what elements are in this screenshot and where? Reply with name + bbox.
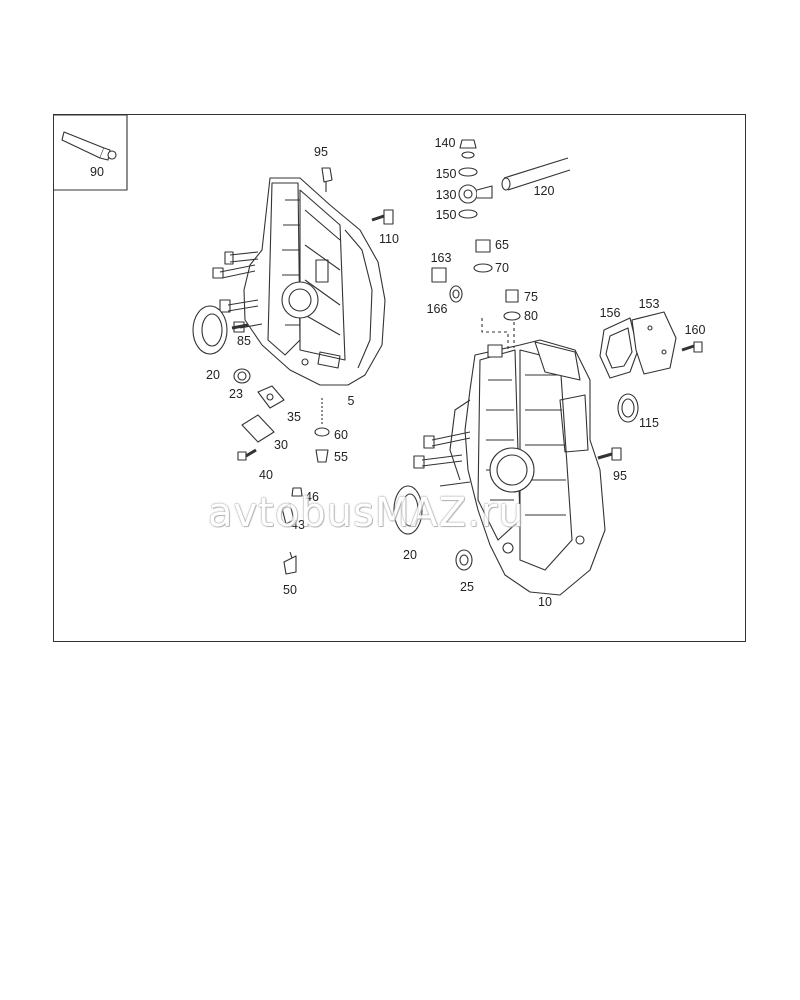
diagram-frame <box>53 114 746 642</box>
callout-80: 80 <box>524 309 538 323</box>
callout-156: 156 <box>599 306 621 320</box>
cover-30 <box>241 414 275 443</box>
ring-23 <box>233 368 251 384</box>
callout-95: 95 <box>613 469 627 483</box>
watermark: avtobusMAZ.ru <box>208 490 525 536</box>
callout-75: 75 <box>524 290 538 304</box>
callout-65: 65 <box>495 238 509 252</box>
callout-5: 5 <box>347 394 355 408</box>
callout-85: 85 <box>237 334 251 348</box>
right-housing-part <box>413 339 606 596</box>
callout-90: 90 <box>90 165 104 179</box>
callout-120: 120 <box>533 184 555 198</box>
callout-160: 160 <box>684 323 706 337</box>
seal-20-right <box>393 485 423 535</box>
callout-153: 153 <box>638 297 660 311</box>
plug-75-80 <box>503 289 521 321</box>
callout-55: 55 <box>334 450 348 464</box>
callout-40: 40 <box>259 468 273 482</box>
callout-166: 166 <box>426 302 448 316</box>
fitting-163-166 <box>431 267 463 303</box>
gasket-156 <box>599 317 639 379</box>
callout-110: 110 <box>379 232 399 246</box>
callout-130: 130 <box>435 188 457 202</box>
callout-35: 35 <box>287 410 301 424</box>
bolt-95-top <box>321 167 333 192</box>
left-cover-part <box>212 177 386 386</box>
callout-25: 25 <box>460 580 474 594</box>
union-stack-130-140-150 <box>458 139 493 219</box>
callout-20: 20 <box>206 368 220 382</box>
callout-60: 60 <box>334 428 348 442</box>
bolt-110 <box>371 209 394 225</box>
tube-120 <box>501 157 571 191</box>
seal-115 <box>617 393 639 423</box>
callout-10: 10 <box>538 595 552 609</box>
callout-150: 150 <box>435 208 457 222</box>
plug-60-55 <box>314 398 330 463</box>
grease-tube-icon <box>61 131 117 161</box>
bolt-160 <box>681 341 703 353</box>
bolt-95-right <box>597 447 622 461</box>
callout-30: 30 <box>274 438 288 452</box>
gasket-35 <box>257 385 285 409</box>
callout-50: 50 <box>283 583 297 597</box>
callout-95: 95 <box>314 145 328 159</box>
callout-20: 20 <box>403 548 417 562</box>
seal-20-left <box>192 305 228 355</box>
ring-25 <box>455 549 473 571</box>
plug-65-70 <box>473 239 493 273</box>
fittings-46-43-50 <box>281 487 303 575</box>
cover-153 <box>631 311 677 375</box>
callout-46: 46 <box>305 490 319 504</box>
bolt-40 <box>237 448 257 461</box>
legend-box <box>54 114 128 191</box>
callout-140: 140 <box>434 136 456 150</box>
callout-163: 163 <box>430 251 452 265</box>
callout-43: 43 <box>291 518 305 532</box>
callout-115: 115 <box>639 416 659 430</box>
callout-150: 150 <box>435 167 457 181</box>
callout-70: 70 <box>495 261 509 275</box>
callout-23: 23 <box>229 387 243 401</box>
